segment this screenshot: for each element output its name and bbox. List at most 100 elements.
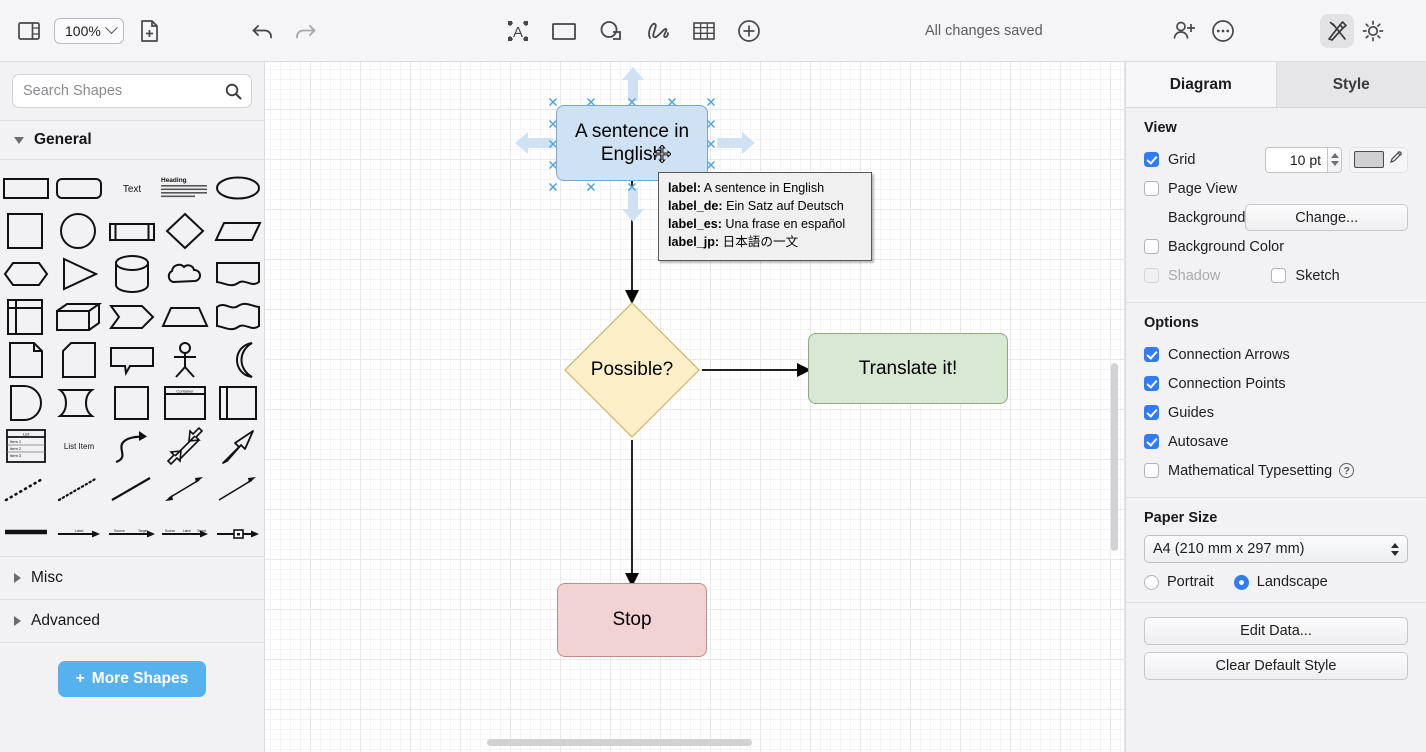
shape-cloud[interactable]: [158, 252, 211, 295]
guides-checkbox[interactable]: [1144, 405, 1159, 420]
sidebar-section-general[interactable]: General: [0, 120, 264, 160]
grid-color-swatch[interactable]: [1354, 151, 1384, 168]
shape-document[interactable]: [211, 252, 264, 295]
tab-diagram[interactable]: Diagram: [1126, 62, 1277, 107]
shape-arrow-with-box[interactable]: [211, 510, 264, 553]
shape-card[interactable]: [53, 338, 106, 381]
diagram-canvas[interactable]: A sentence in English Possible? Translat…: [265, 62, 1125, 752]
sketch-checkbox[interactable]: [1271, 268, 1287, 283]
insert-rectangle-icon[interactable]: [551, 21, 577, 41]
sidebar-section-misc[interactable]: Misc: [0, 556, 264, 599]
shape-dashed-line[interactable]: [53, 467, 106, 510]
node-stop[interactable]: Stop: [557, 583, 707, 657]
shape-line[interactable]: [106, 467, 159, 510]
page-view-checkbox[interactable]: [1144, 181, 1159, 196]
shape-double-arrow-outline[interactable]: [158, 424, 211, 467]
clear-default-style-button[interactable]: Clear Default Style: [1144, 652, 1408, 680]
background-color-checkbox[interactable]: [1144, 239, 1159, 254]
shape-tape[interactable]: [211, 295, 264, 338]
shape-circle[interactable]: [53, 209, 106, 252]
connect-arrow-up[interactable]: [617, 65, 649, 103]
shape-process[interactable]: [106, 209, 159, 252]
grid-checkbox[interactable]: [1144, 152, 1159, 167]
paper-size-select[interactable]: A4 (210 mm x 297 mm): [1144, 535, 1408, 563]
background-change-button[interactable]: Change...: [1245, 204, 1408, 231]
undo-icon[interactable]: [251, 21, 275, 41]
shape-parallelogram[interactable]: [211, 209, 264, 252]
shape-cylinder[interactable]: [106, 252, 159, 295]
shape-thick-line[interactable]: [0, 510, 53, 553]
shape-diamond[interactable]: [158, 209, 211, 252]
connection-arrows-checkbox[interactable]: [1144, 347, 1159, 362]
insert-more-icon[interactable]: [737, 19, 761, 43]
insert-text-icon[interactable]: A: [506, 19, 530, 43]
grid-size-stepper[interactable]: [1327, 146, 1342, 173]
shadow-checkbox[interactable]: [1144, 268, 1159, 283]
grid-size-input[interactable]: 10 pt: [1265, 146, 1327, 173]
shape-arrow-pentagon[interactable]: [106, 295, 159, 338]
appearance-icon[interactable]: [1361, 19, 1385, 43]
shape-trapezoid[interactable]: [158, 295, 211, 338]
more-options-icon[interactable]: [1211, 19, 1235, 43]
connect-arrow-down[interactable]: [617, 182, 649, 224]
zoom-selector[interactable]: 100%: [54, 17, 124, 44]
help-icon[interactable]: ?: [1339, 463, 1355, 478]
shape-titled-container[interactable]: Container: [158, 381, 211, 424]
autosave-checkbox[interactable]: [1144, 434, 1159, 449]
search-input[interactable]: [23, 83, 241, 99]
redo-icon[interactable]: [293, 21, 317, 41]
shape-ellipse[interactable]: [211, 166, 264, 209]
shape-internal-storage[interactable]: [0, 295, 53, 338]
vertical-scrollbar[interactable]: [1111, 363, 1118, 551]
horizontal-scrollbar[interactable]: [487, 739, 752, 746]
shape-half-circle[interactable]: [0, 381, 53, 424]
shape-hexagon[interactable]: [0, 252, 53, 295]
shape-box[interactable]: [106, 381, 159, 424]
format-panel-icon[interactable]: [1319, 13, 1354, 48]
tab-style[interactable]: Style: [1276, 62, 1426, 107]
shape-heading-textblock[interactable]: Heading: [158, 166, 211, 209]
edit-data-button[interactable]: Edit Data...: [1144, 617, 1408, 645]
sidebar-toggle-icon[interactable]: [18, 21, 40, 41]
shape-rectangle[interactable]: [0, 166, 53, 209]
shape-bidirectional-arrow[interactable]: [158, 467, 211, 510]
new-page-icon[interactable]: [140, 19, 159, 42]
connect-arrow-right[interactable]: [715, 127, 757, 159]
node-translate[interactable]: Translate it!: [808, 333, 1008, 404]
orientation-portrait-radio[interactable]: [1144, 574, 1159, 590]
shape-delay[interactable]: [211, 338, 264, 381]
insert-shape-icon[interactable]: [598, 20, 624, 42]
shape-list-item[interactable]: List Item: [53, 424, 106, 467]
shape-labeled-arrow[interactable]: Label: [53, 510, 106, 553]
shape-vertical-container[interactable]: [211, 381, 264, 424]
orientation-landscape-radio[interactable]: [1233, 574, 1249, 590]
shape-rounded-rectangle[interactable]: [53, 166, 106, 209]
shape-directional-arrow[interactable]: [211, 467, 264, 510]
freehand-draw-icon[interactable]: [645, 20, 671, 42]
sidebar-section-advanced[interactable]: Advanced: [0, 599, 264, 642]
search-box[interactable]: [12, 74, 252, 108]
shape-block-arrow[interactable]: [211, 424, 264, 467]
shape-curved-arrow[interactable]: [106, 424, 159, 467]
shape-note[interactable]: [0, 338, 53, 381]
eyedropper-icon[interactable]: [1389, 150, 1403, 169]
math-typesetting-checkbox[interactable]: [1144, 463, 1159, 478]
insert-table-icon[interactable]: [692, 21, 716, 41]
node-english[interactable]: A sentence in English: [556, 105, 708, 181]
shape-actor[interactable]: [158, 338, 211, 381]
connection-points-checkbox[interactable]: [1144, 376, 1159, 391]
connect-arrow-left[interactable]: [513, 127, 555, 159]
shape-crescent-card[interactable]: [53, 381, 106, 424]
shape-callout[interactable]: [106, 338, 159, 381]
shape-triangle[interactable]: [53, 252, 106, 295]
shape-dotted-line[interactable]: [0, 467, 53, 510]
shape-square[interactable]: [0, 209, 53, 252]
node-possible[interactable]: Possible?: [562, 300, 702, 440]
shape-cube[interactable]: [53, 295, 106, 338]
shape-text[interactable]: Text: [106, 166, 159, 209]
add-person-icon[interactable]: [1172, 20, 1198, 42]
more-shapes-button[interactable]: + More Shapes: [57, 661, 207, 697]
